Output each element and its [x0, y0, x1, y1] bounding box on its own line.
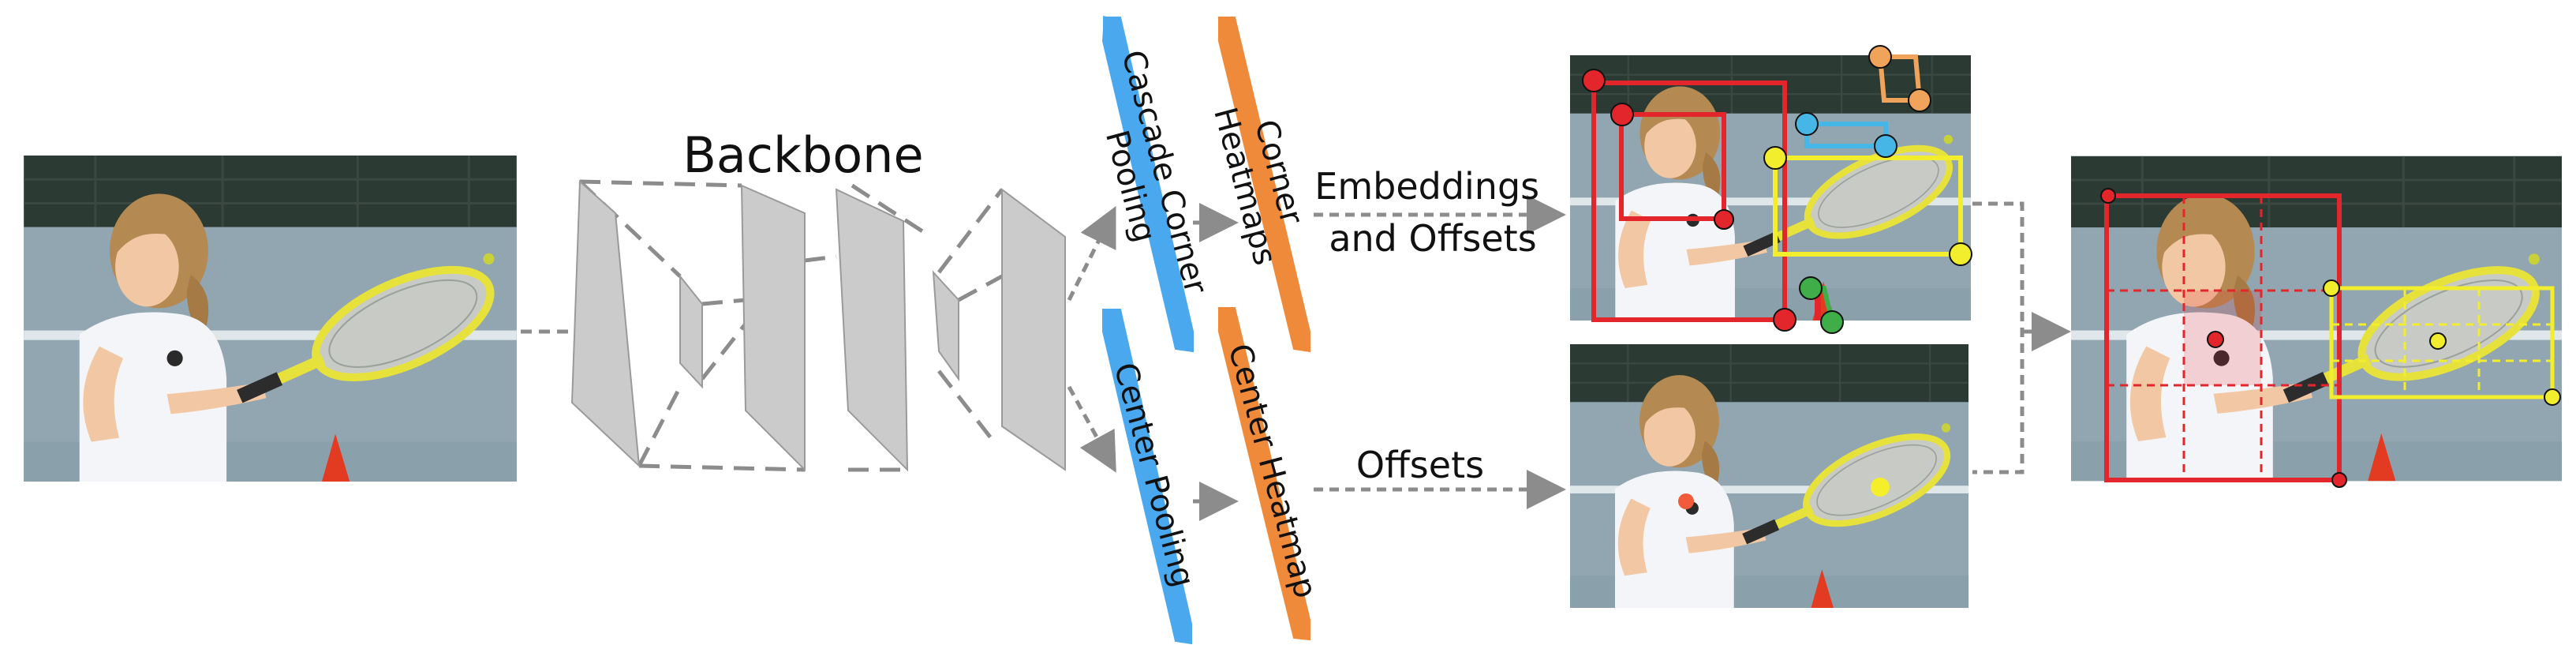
embeddings-offsets-label: Embeddings and Offsets [1314, 165, 1551, 260]
final-yellow-center [2429, 332, 2447, 350]
blue-corner-a [1795, 112, 1819, 136]
backbone-slab-6 [1001, 188, 1066, 471]
red-corner-br-small [1714, 209, 1734, 230]
center-heatmap-label: Center Heatmap [1221, 340, 1323, 602]
red-corner-br-large [1773, 308, 1796, 332]
center-pooling-label: Center Pooling [1107, 359, 1202, 591]
arrow-backbone-to-center-pooling [1067, 385, 1116, 473]
corner-output-image [1570, 45, 1972, 334]
blue-corner-b [1874, 134, 1897, 158]
yellow-corner-br [1949, 242, 1972, 266]
backbone-label: Backbone [682, 126, 923, 184]
offsets-label: Offsets [1356, 444, 1484, 486]
corner-heatmaps-block [1218, 17, 1310, 353]
corner-heatmaps-label: Corner Heatmaps [1206, 94, 1318, 268]
backbone-slab-2 [679, 274, 703, 389]
yellow-center-keypoint [1871, 478, 1890, 497]
orange-corner-a [1868, 45, 1892, 69]
input-image [24, 156, 517, 482]
corner-branch: Cascade Corner Pooling Corner Heatmaps E… [1079, 16, 1566, 353]
backbone-slab-1 [570, 179, 641, 468]
backbone-network: Backbone [570, 126, 1066, 472]
final-red-box [2104, 193, 2342, 482]
center-heatmap-block [1218, 307, 1310, 641]
green-corner-a [1799, 276, 1823, 300]
final-red-corner-tl [2100, 188, 2116, 204]
red-corner-tl-large [1582, 69, 1606, 92]
red-center-keypoint [1678, 493, 1694, 509]
cascade-corner-pooling-label: Cascade Corner Pooling [1079, 47, 1217, 317]
red-box-small [1619, 112, 1726, 221]
yellow-corner-tl [1763, 146, 1787, 170]
final-output-image [2071, 156, 2562, 488]
backbone-slab-5 [932, 270, 959, 382]
yellow-box [1773, 156, 1963, 257]
center-branch: Center Pooling Center Heatmap Offsets [1102, 307, 1566, 645]
final-yellow-corner-br [2544, 388, 2561, 406]
center-output-image [1570, 344, 1968, 608]
merge-connector [1972, 201, 2071, 474]
orange-corner-b [1908, 88, 1931, 112]
center-pooling-block [1102, 309, 1192, 645]
final-yellow-box [2329, 286, 2555, 399]
red-box-large [1591, 81, 1787, 322]
green-corner-b [1820, 310, 1844, 334]
final-yellow-corner-tl [2323, 279, 2340, 297]
backbone-slab-3 [740, 184, 806, 472]
final-red-corner-br [2331, 472, 2347, 488]
backbone-slab-4 [835, 188, 909, 472]
final-red-center [2207, 331, 2224, 348]
arrow-backbone-to-corner-pooling [1067, 206, 1116, 302]
red-corner-tl-small [1610, 103, 1634, 126]
